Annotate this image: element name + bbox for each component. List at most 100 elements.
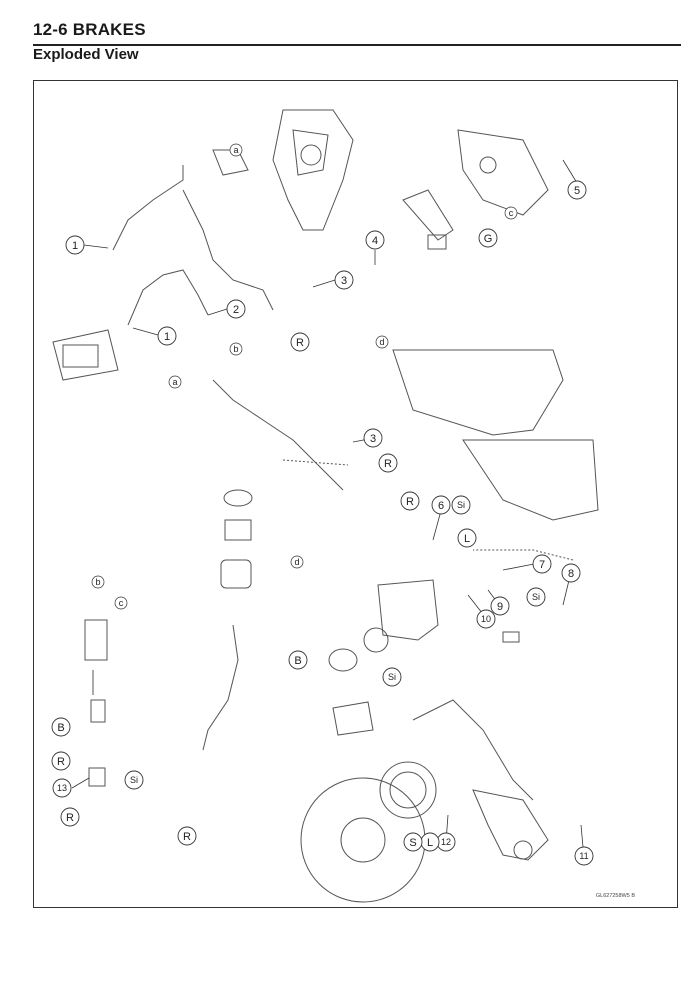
abs-rotor-inner	[389, 771, 427, 809]
svg-text:L: L	[464, 533, 470, 545]
subframe	[392, 349, 564, 436]
leader-7	[473, 549, 574, 561]
letter-B-left: B	[51, 717, 71, 737]
svg-text:12: 12	[441, 837, 451, 847]
svg-text:13: 13	[57, 783, 67, 793]
svg-text:1: 1	[72, 240, 78, 252]
svg-text:a: a	[172, 377, 177, 387]
letter-a-upper: a	[229, 143, 243, 157]
callout-8: 8	[561, 563, 581, 583]
svg-text:Si: Si	[388, 672, 396, 682]
abs-rotor	[379, 761, 437, 819]
header-rule	[33, 44, 681, 46]
svg-text:2: 2	[233, 304, 239, 316]
callout-3-upper: 3	[334, 270, 354, 290]
brake-pad	[332, 701, 374, 736]
pedal-pivot	[427, 234, 447, 250]
footrest-hole	[479, 156, 497, 174]
svg-text:R: R	[406, 496, 414, 508]
callout-4: 4	[365, 230, 385, 250]
section-subtitle: Exploded View	[33, 46, 139, 63]
letter-d-lower: d	[290, 555, 304, 569]
letter-R-2: R	[378, 453, 398, 473]
callout-1-lower: 1	[157, 326, 177, 346]
letter-a-lower: a	[168, 375, 182, 389]
reservoir-hose	[202, 624, 239, 751]
svg-text:1: 1	[164, 331, 170, 343]
svg-text:Si: Si	[532, 592, 540, 602]
svg-text:R: R	[183, 831, 191, 843]
svg-text:B: B	[57, 722, 64, 734]
brake-reservoir	[220, 559, 252, 589]
svg-text:a: a	[233, 145, 238, 155]
callout-3-lower: 3	[363, 428, 383, 448]
reservoir-cap	[223, 489, 253, 507]
letter-S: S	[403, 832, 423, 852]
callout-11: 11	[574, 846, 594, 866]
svg-text:R: R	[296, 337, 304, 349]
callout-9: 9	[490, 596, 510, 616]
callout-leaders	[71, 159, 585, 859]
push-rod	[90, 699, 106, 723]
callout-10: 10	[476, 609, 496, 629]
svg-text:6: 6	[438, 500, 444, 512]
svg-text:3: 3	[341, 275, 347, 287]
svg-text:8: 8	[568, 568, 574, 580]
callout-2: 2	[226, 299, 246, 319]
letter-Si-3: Si	[382, 667, 402, 687]
letter-b-lower: b	[91, 575, 105, 589]
callout-13: 13	[52, 778, 72, 798]
brake-disc-hub	[340, 817, 386, 863]
brake-caliper	[377, 579, 439, 641]
rear-brake-hose	[212, 379, 344, 491]
abs-hydraulic-unit	[52, 329, 119, 381]
frame-bracket-detail	[292, 129, 329, 176]
svg-text:d: d	[294, 557, 299, 567]
brake-pipe	[182, 189, 274, 311]
letter-d-upper: d	[375, 335, 389, 349]
brake-hose-2	[127, 269, 209, 326]
letter-Si-1: Si	[451, 495, 471, 515]
letter-L-upper: L	[457, 528, 477, 548]
letter-R-6: R	[177, 826, 197, 846]
svg-text:B: B	[294, 655, 301, 667]
master-cylinder	[84, 619, 108, 661]
callout-12: 12	[436, 832, 456, 852]
svg-text:d: d	[379, 337, 384, 347]
letter-R-5: R	[60, 807, 80, 827]
svg-text:Si: Si	[457, 500, 465, 510]
brake-hose-1	[112, 165, 184, 251]
svg-text:7: 7	[539, 559, 545, 571]
letter-c-upper: c	[504, 206, 518, 220]
abs-unit-block	[62, 344, 99, 368]
letter-R-3: R	[400, 491, 420, 511]
svg-text:G: G	[484, 233, 493, 245]
letter-L-lower: L	[420, 832, 440, 852]
svg-text:S: S	[409, 837, 416, 849]
svg-text:Si: Si	[130, 775, 138, 785]
svg-text:11: 11	[579, 851, 588, 861]
caliper-bracket	[472, 789, 549, 861]
svg-text:4: 4	[372, 235, 378, 247]
svg-text:R: R	[384, 458, 392, 470]
brake-pedal	[402, 189, 454, 241]
letter-R-4: R	[51, 751, 71, 771]
reference-letters: a a b b c c d d G R R R R R R L L B B S …	[51, 143, 546, 852]
svg-text:9: 9	[497, 601, 503, 613]
svg-text:c: c	[119, 598, 124, 608]
letter-Si-4: Si	[124, 770, 144, 790]
footrest-bracket	[457, 129, 549, 216]
diagram-frame	[33, 80, 678, 908]
callout-7: 7	[532, 554, 552, 574]
svg-text:R: R	[57, 756, 65, 768]
letter-Si-2: Si	[526, 587, 546, 607]
svg-text:10: 10	[481, 614, 491, 624]
callout-6: 6	[431, 495, 451, 515]
svg-text:b: b	[233, 344, 238, 354]
abs-sensor-lead	[412, 699, 534, 801]
letter-c-lower: c	[114, 596, 128, 610]
letter-G: G	[478, 228, 498, 248]
callouts: 1 1 2 3 3 4 5 6	[52, 180, 594, 866]
banjo-fitting	[88, 767, 106, 787]
bracket-hole-lower	[513, 840, 533, 860]
